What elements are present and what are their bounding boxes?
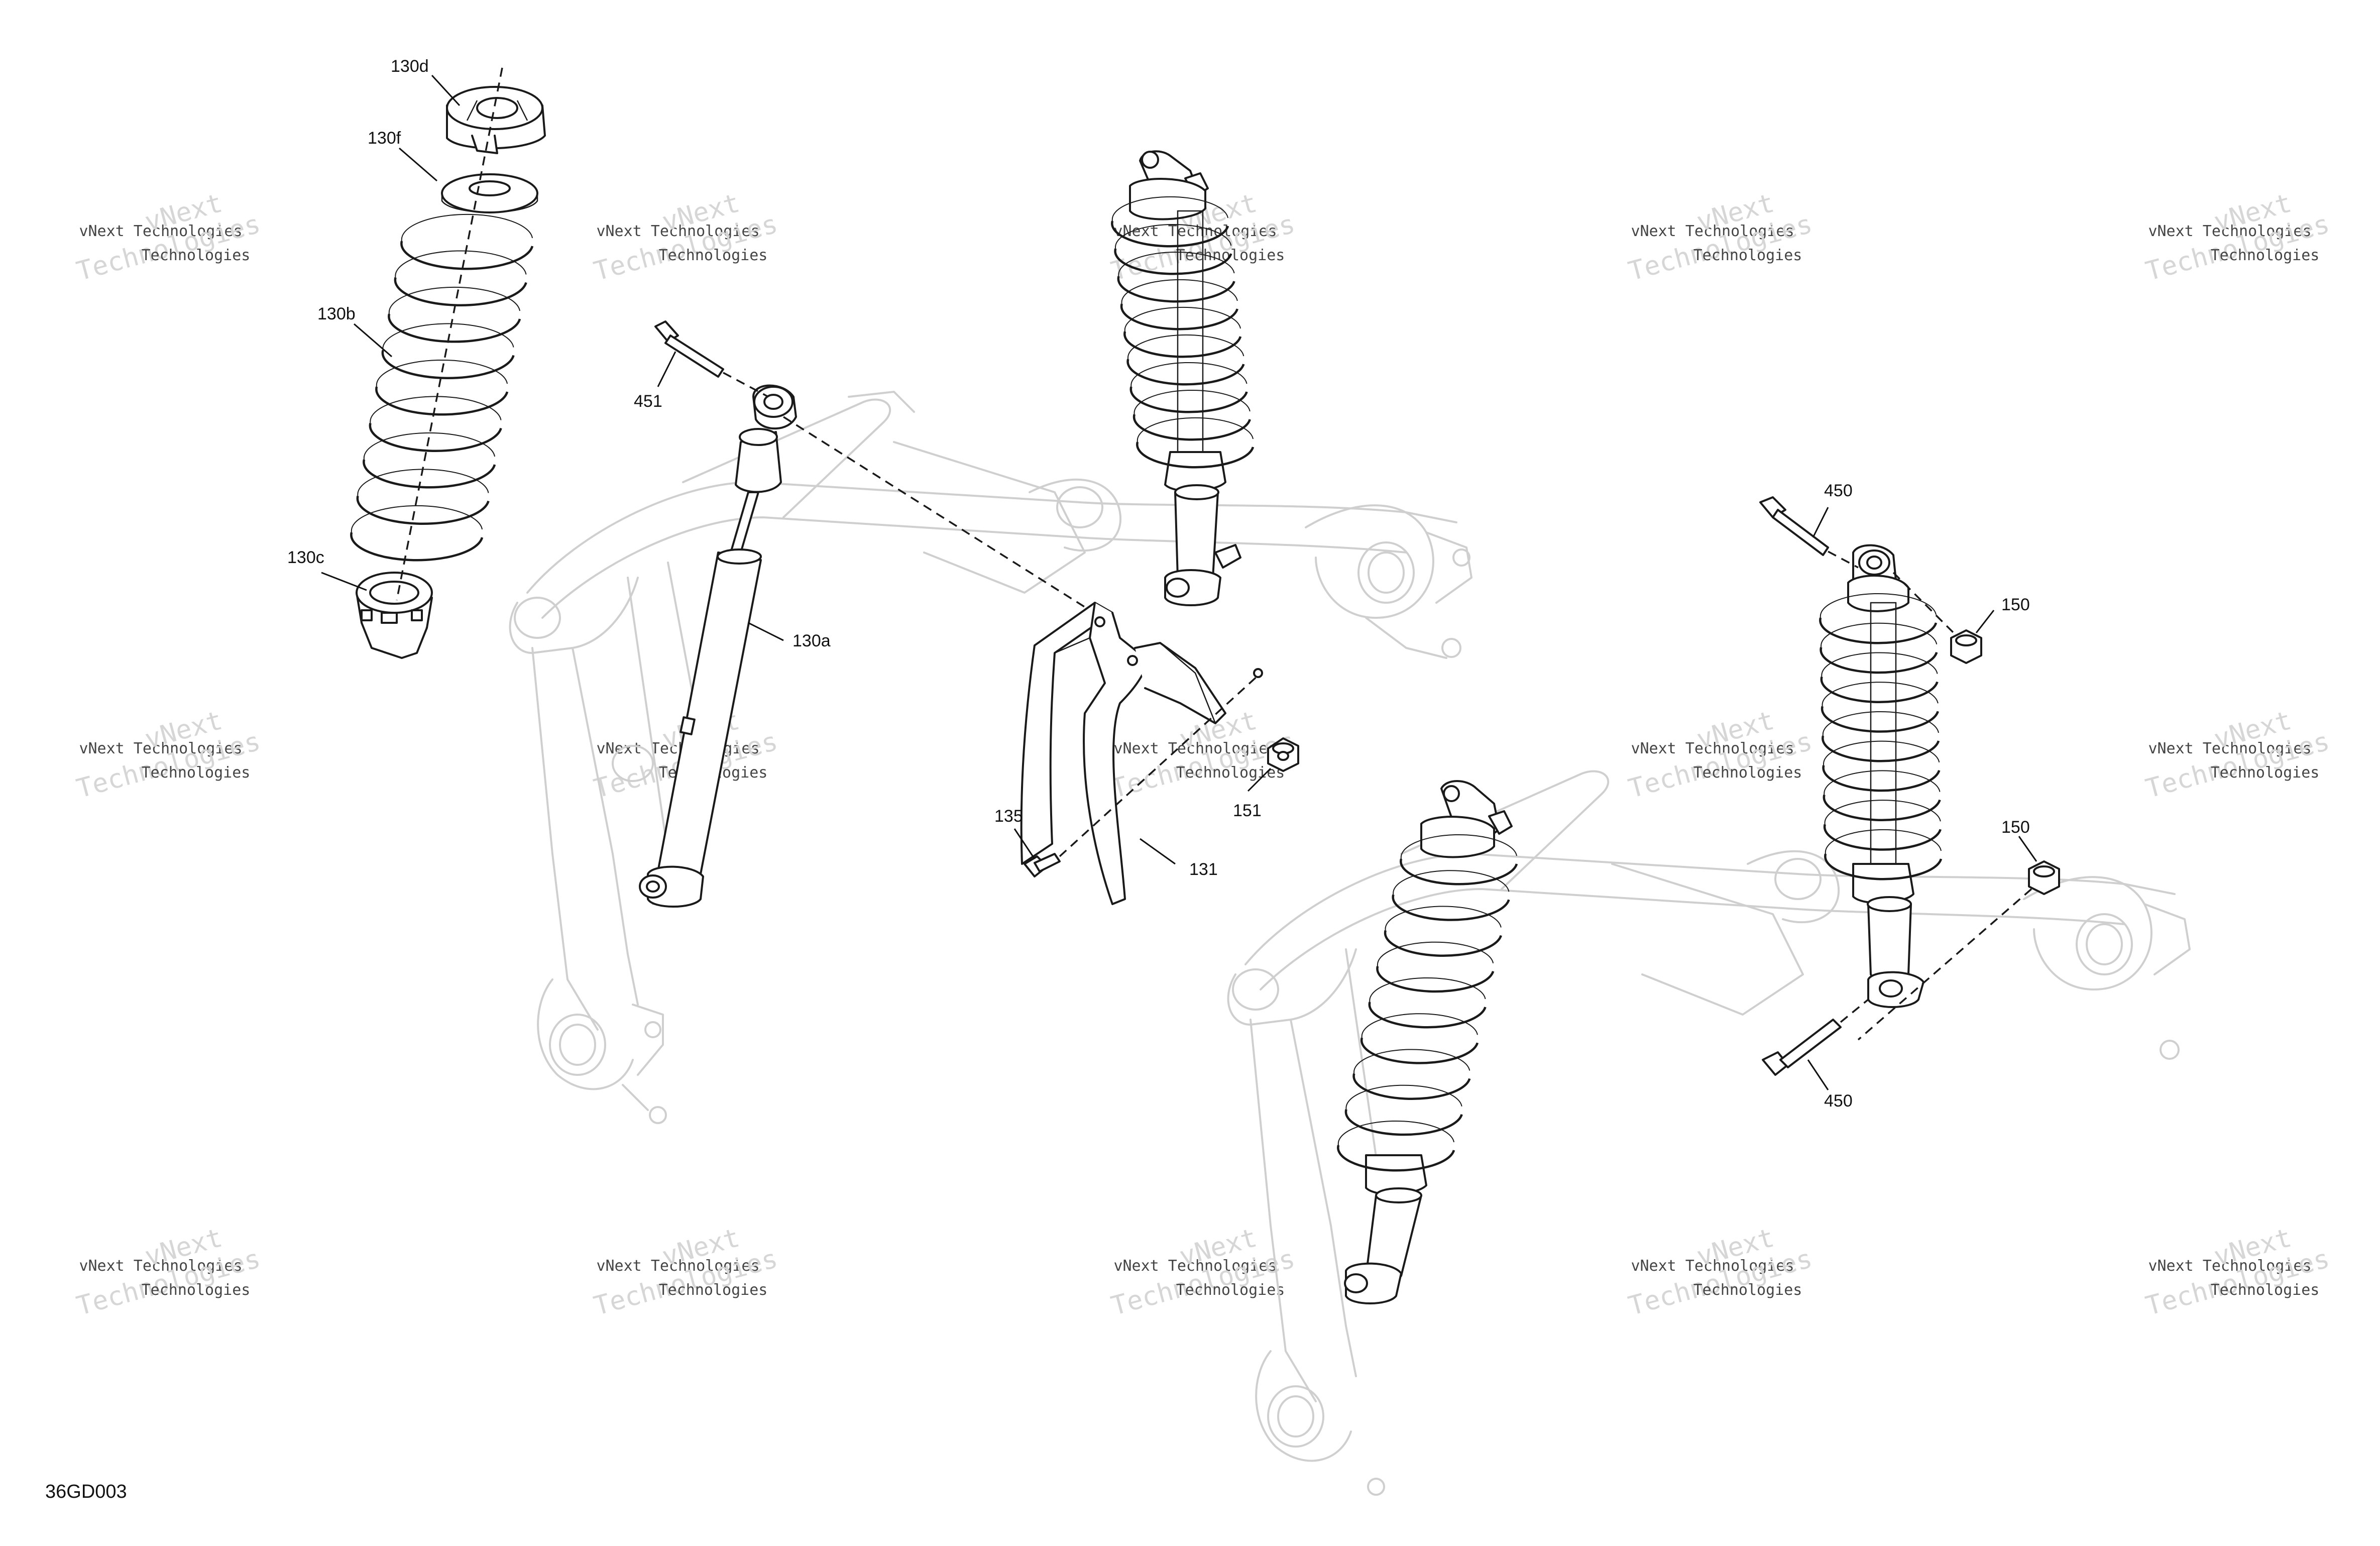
svg-text:vNext Technologies: vNext Technologies xyxy=(2148,223,2311,240)
part-150-upper-nut xyxy=(1950,629,1982,664)
svg-text:vNext Technologies: vNext Technologies xyxy=(596,223,759,240)
svg-text:Technologies: Technologies xyxy=(1176,764,1285,782)
svg-text:vNext Technologies: vNext Technologies xyxy=(1631,223,1794,240)
part-130b-coil-spring xyxy=(350,213,534,562)
svg-text:vNext Technologies: vNext Technologies xyxy=(2148,740,2311,757)
svg-text:vNext Technologies: vNext Technologies xyxy=(79,223,242,240)
svg-text:vNext Technologies: vNext Technologies xyxy=(1113,1257,1277,1275)
spring-stack-axis-line xyxy=(396,67,503,601)
callout-130b: 130b xyxy=(317,304,356,323)
watermark: vNext TechnologiesvNextTechnologiesTechn… xyxy=(1625,705,1815,804)
svg-text:vNext Technologies: vNext Technologies xyxy=(596,1257,759,1275)
callout-130d: 130d xyxy=(391,57,429,76)
upper-a-arm-ghost xyxy=(526,391,1472,659)
svg-text:vNext Technologies: vNext Technologies xyxy=(1113,740,1277,757)
svg-text:vNext Technologies: vNext Technologies xyxy=(1631,1257,1794,1275)
svg-text:vNext Technologies: vNext Technologies xyxy=(2148,1257,2311,1275)
callout-150-upper: 150 xyxy=(2001,595,2030,614)
watermark: vNext TechnologiesvNextTechnologiesTechn… xyxy=(591,1223,780,1321)
part-130f-spring-seat-shim xyxy=(441,173,538,213)
callout-labels: 130d 130f 130b 130c 130a 451 135 131 151… xyxy=(287,57,2030,1111)
part-451-bolt xyxy=(654,320,769,398)
figure-id: 36GD003 xyxy=(45,1481,127,1502)
watermark: vNext TechnologiesvNextTechnologiesTechn… xyxy=(1625,188,1815,287)
watermark: vNext TechnologiesvNextTechnologiesTechn… xyxy=(1108,1223,1298,1321)
callout-130f: 130f xyxy=(368,129,401,148)
part-150-lower-nut xyxy=(2028,860,2060,895)
part-450-upper-bolt xyxy=(1759,496,1859,569)
callout-131: 131 xyxy=(1189,860,1218,879)
svg-text:vNext Technologies: vNext Technologies xyxy=(79,1257,242,1275)
bracket-mount-axis xyxy=(783,416,1110,624)
watermark: vNext TechnologiesvNextTechnologiesTechn… xyxy=(73,1223,263,1321)
part-130a-shock-absorber xyxy=(639,384,797,908)
part-135-bolt xyxy=(1024,668,1263,877)
svg-text:vNext Technologies: vNext Technologies xyxy=(79,740,242,757)
svg-text:Technologies: Technologies xyxy=(659,1281,768,1299)
svg-text:Technologies: Technologies xyxy=(1693,247,1802,264)
svg-text:Technologies: Technologies xyxy=(659,247,768,264)
callout-130a: 130a xyxy=(792,631,831,650)
svg-text:Technologies: Technologies xyxy=(2211,764,2320,782)
watermark: vNext TechnologiesvNextTechnologiesTechn… xyxy=(2142,705,2332,804)
svg-text:Technologies: Technologies xyxy=(142,247,251,264)
rear-coil-over-assembly-right xyxy=(1819,544,1943,1008)
front-coil-over-assembly xyxy=(1111,150,1255,606)
svg-text:vNext Technologies: vNext Technologies xyxy=(1631,740,1794,757)
watermark: vNext TechnologiesvNextTechnologiesTechn… xyxy=(2142,188,2332,287)
part-130d-upper-spring-retainer xyxy=(446,86,546,154)
lower-nut-axis xyxy=(1857,888,2032,1041)
part-450-lower-bolt xyxy=(1762,999,1869,1076)
part-130c-lower-spring-seat xyxy=(356,572,433,659)
watermark: vNext TechnologiesvNextTechnologiesTechn… xyxy=(591,188,780,287)
watermark: vNext TechnologiesvNextTechnologiesTechn… xyxy=(1625,1223,1815,1321)
watermark: vNext TechnologiesvNextTechnologiesTechn… xyxy=(73,705,263,804)
part-151-nut xyxy=(1267,737,1299,772)
callout-150-lower: 150 xyxy=(2001,818,2030,837)
svg-text:Technologies: Technologies xyxy=(1693,764,1802,782)
svg-text:Technologies: Technologies xyxy=(142,1281,251,1299)
watermark: vNext TechnologiesvNextTechnologiesTechn… xyxy=(2142,1223,2332,1321)
upper-nut-axis xyxy=(1892,572,1960,639)
svg-text:Technologies: Technologies xyxy=(1693,1281,1802,1299)
callout-130c: 130c xyxy=(287,548,324,567)
callout-leaders xyxy=(321,74,2037,1090)
watermark: vNext TechnologiesvNextTechnologiesTechn… xyxy=(73,188,263,287)
svg-text:Technologies: Technologies xyxy=(2211,1281,2320,1299)
svg-text:vNext Technologies: vNext Technologies xyxy=(1113,223,1277,240)
svg-text:Technologies: Technologies xyxy=(2211,247,2320,264)
rear-coil-over-assembly-left xyxy=(1337,780,1518,1304)
svg-text:Technologies: Technologies xyxy=(142,764,251,782)
callout-450-upper: 450 xyxy=(1824,481,1853,500)
callout-451: 451 xyxy=(634,392,662,411)
svg-text:Technologies: Technologies xyxy=(1176,1281,1285,1299)
callout-450-lower: 450 xyxy=(1824,1091,1853,1111)
callout-151: 151 xyxy=(1233,801,1262,820)
part-131-shock-guard-bracket xyxy=(1020,602,1226,905)
callout-135: 135 xyxy=(994,807,1023,826)
